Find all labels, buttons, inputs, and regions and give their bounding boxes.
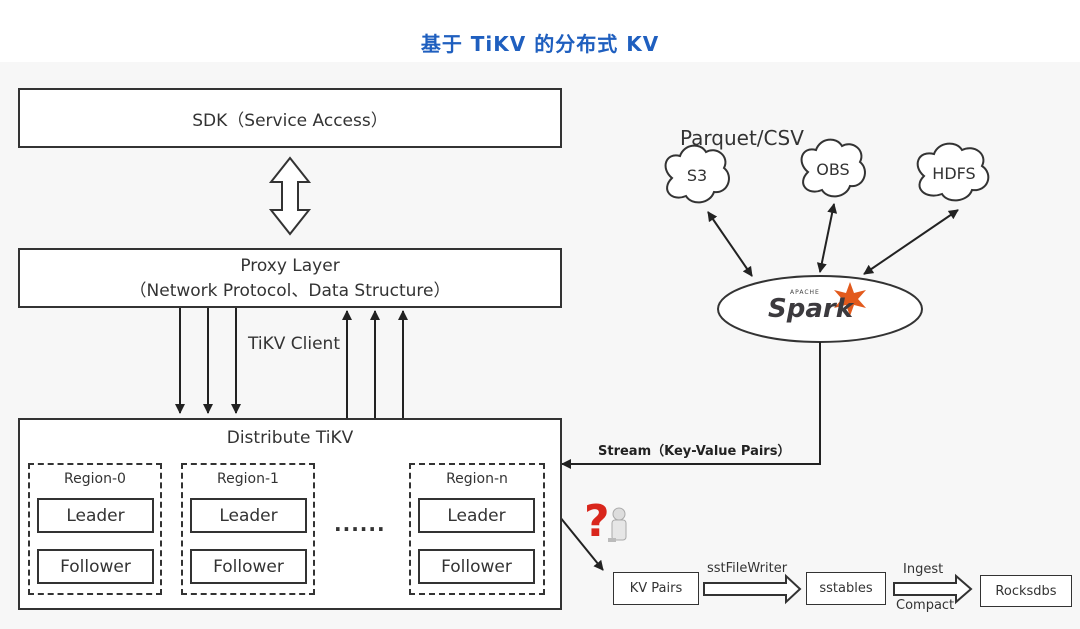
sst-writer-label: sstFileWriter <box>707 561 788 576</box>
distribute-tikv-title: Distribute TiKV <box>226 428 354 448</box>
obs-spark-arrow <box>816 203 838 273</box>
cloud-obs-shape <box>800 138 866 198</box>
region-0-label: Region-0 <box>64 471 126 487</box>
cloud-hdfs-label: HDFS <box>932 164 976 183</box>
kv-pairs-box: KV Pairs <box>613 572 699 605</box>
region-n-box <box>409 463 545 595</box>
region-0-leader: Leader <box>37 498 154 533</box>
ingest-label: Ingest <box>903 562 944 577</box>
sdk-proxy-double-arrow <box>268 156 312 236</box>
cloud-obs-label: OBS <box>816 160 850 179</box>
ingest-hollow-arrow <box>893 573 973 605</box>
rocksdbs-label: Rocksdbs <box>995 583 1057 599</box>
compact-label: Compact <box>896 598 955 613</box>
sdk-label: SDK（Service Access） <box>192 110 388 131</box>
stream-arrow <box>561 342 821 469</box>
sstables-label: sstables <box>819 581 873 596</box>
proxy-layer-box: Proxy Layer （Network Protocol、Data Struc… <box>18 248 562 308</box>
s3-spark-arrow <box>707 211 753 277</box>
spark-logo-small: APACHE <box>790 289 820 296</box>
region-1-follower: Follower <box>190 549 307 584</box>
cloud-hdfs-shape <box>916 142 990 202</box>
region-1-leader: Leader <box>190 498 307 533</box>
region-n-leader: Leader <box>418 498 535 533</box>
stream-label: Stream（Key-Value Pairs） <box>598 444 791 459</box>
page-title: 基于 TiKV 的分布式 KV <box>420 32 660 56</box>
hdfs-spark-arrow <box>863 209 959 275</box>
region-0-follower: Follower <box>37 549 154 584</box>
sstables-box: sstables <box>806 572 886 605</box>
cloud-s3-label: S3 <box>686 166 708 185</box>
regions-ellipsis: ...... <box>334 512 386 536</box>
question-mark-icon: ? <box>584 496 627 547</box>
sdk-box: SDK（Service Access） <box>18 88 562 148</box>
spark-logo: Spark <box>768 294 853 324</box>
tikv-client-label: TiKV Client <box>248 334 340 354</box>
rocksdbs-box: Rocksdbs <box>980 575 1072 607</box>
region-0-box <box>28 463 162 595</box>
parquet-csv-label: Parquet/CSV <box>680 126 804 150</box>
region-1-label: Region-1 <box>217 471 279 487</box>
region-n-follower: Follower <box>418 549 535 584</box>
proxy-sublabel: （Network Protocol、Data Structure） <box>129 280 451 301</box>
spark-star-icon <box>834 282 866 316</box>
region-1-box <box>181 463 315 595</box>
svg-text:?: ? <box>584 496 610 547</box>
region-n-label: Region-n <box>446 471 508 487</box>
kv-pairs-label: KV Pairs <box>629 581 683 596</box>
proxy-label: Proxy Layer <box>240 255 340 276</box>
writer-hollow-arrow <box>703 573 802 605</box>
cloud-s3-shape <box>664 144 730 204</box>
